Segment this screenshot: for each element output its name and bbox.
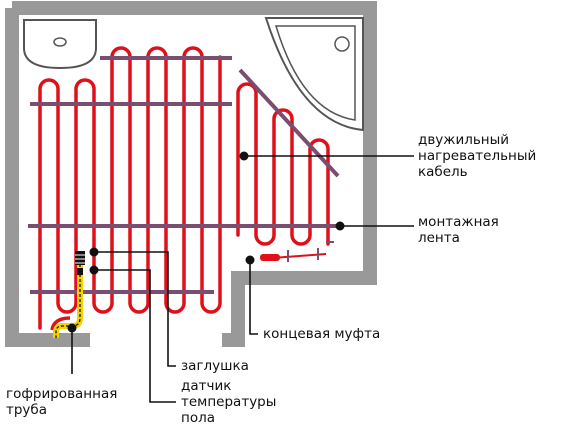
label-temp-sensor-line1: датчик	[181, 378, 232, 394]
label-mounting-tape: монтажная лента	[418, 214, 499, 246]
leader-end-coupling	[249, 260, 258, 335]
label-heating-cable: двужильный нагревательный кабель	[418, 132, 536, 180]
temperature-sensor	[75, 251, 85, 265]
dot-end-coupling	[245, 255, 255, 265]
heating-cable-right	[236, 82, 330, 246]
label-heating-cable-line3: кабель	[418, 164, 468, 180]
dot-heating-cable	[239, 151, 249, 161]
label-mounting-tape-line2: лента	[418, 230, 460, 246]
label-mounting-tape-line1: монтажная	[418, 214, 499, 230]
label-temp-sensor: датчик температуры пола	[181, 378, 276, 426]
heating-cable-left	[38, 46, 222, 330]
label-end-coupling: концевая муфта	[263, 326, 380, 342]
dot-corrugated-pipe	[67, 323, 77, 333]
leader-dots	[67, 151, 345, 333]
mounting-tape-diagonal	[238, 68, 340, 178]
label-plug: заглушка	[181, 358, 249, 374]
label-temp-sensor-line3: пола	[181, 410, 215, 426]
label-heating-cable-line2: нагревательный	[418, 148, 537, 164]
label-corrugated-pipe: гофрированная труба	[6, 386, 117, 418]
end-coupling-sleeve	[260, 254, 280, 261]
corrugated-pipe-inner	[55, 264, 81, 338]
label-heating-cable-line1: двужильный	[418, 132, 510, 148]
shower-tray	[264, 17, 364, 132]
end-coupling	[260, 241, 334, 262]
cold-lead	[50, 316, 71, 331]
plug-marker	[77, 268, 83, 275]
sink	[23, 19, 97, 70]
leader-temp-sensor	[94, 269, 176, 403]
room-walls	[5, 1, 377, 347]
label-plug-line1: заглушка	[181, 358, 249, 374]
mounting-tapes	[28, 56, 342, 294]
leader-plug	[94, 251, 176, 367]
dot-plug	[89, 247, 99, 257]
label-corrugated-pipe-line2: труба	[6, 402, 48, 418]
temperature-sensor-body	[75, 251, 85, 265]
shower-drain	[334, 36, 350, 52]
label-temp-sensor-line2: температуры	[181, 394, 277, 410]
leader-lines	[71, 155, 414, 403]
wall-outline	[5, 1, 377, 347]
shower-tray-outer	[264, 17, 364, 132]
dot-mounting-tape	[335, 221, 345, 231]
label-corrugated-pipe-line1: гофрированная	[6, 386, 118, 402]
label-end-coupling-line1: концевая муфта	[263, 326, 381, 342]
shower-tray-inner	[274, 25, 356, 121]
sink-basin	[23, 19, 97, 70]
dot-temp-sensor	[89, 265, 99, 275]
sink-drain	[53, 37, 67, 47]
